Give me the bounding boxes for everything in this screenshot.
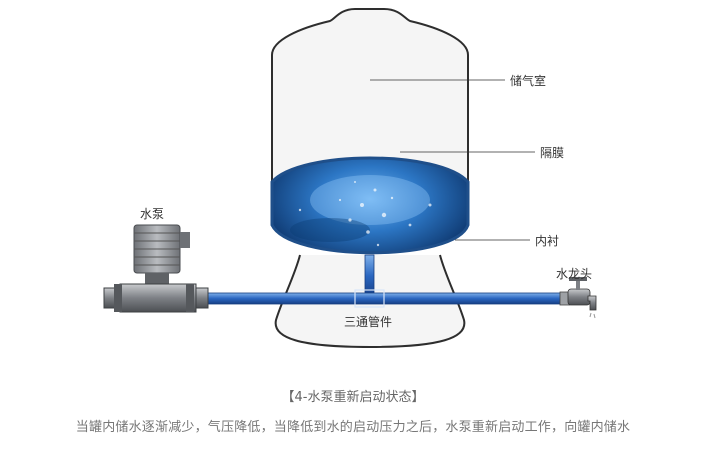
label-liner: 内衬	[535, 234, 560, 248]
tee-fitting	[354, 289, 385, 308]
liner-outline	[270, 156, 470, 255]
caption-body: 当罐内储水逐渐减少，气压降低，当降低到水的启动压力之后，水泵重新启动工作，向罐内…	[75, 420, 631, 435]
pump	[103, 224, 209, 313]
label-diaphragm: 隔膜	[540, 146, 565, 160]
label-tee-fitting: 三通管件	[344, 315, 393, 329]
label-faucet: 水龙头	[556, 267, 593, 281]
label-air-chamber: 储气室	[510, 74, 547, 88]
main-pipe	[189, 292, 566, 305]
tank-system-diagram	[103, 8, 597, 349]
feed-pipe	[364, 254, 375, 298]
caption-title: 【4-水泵重新启动状态】	[281, 390, 425, 405]
faucet	[559, 277, 597, 319]
water-chamber	[272, 158, 468, 253]
label-pump: 水泵	[140, 207, 165, 221]
